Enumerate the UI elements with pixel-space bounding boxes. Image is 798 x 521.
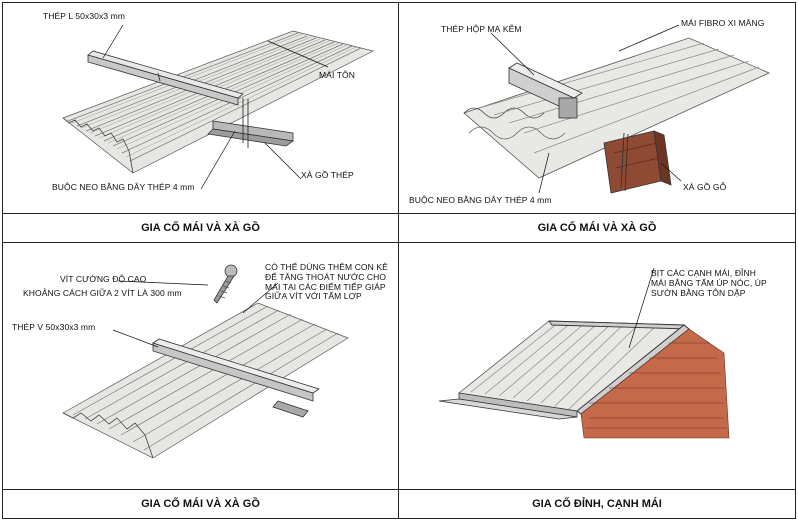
steel-roof-illustration <box>62 24 374 190</box>
fibro-cement-sheet <box>463 37 770 179</box>
label-metal-roof: MÁI TÔN <box>319 70 355 80</box>
label-screw-line2: KHOẢNG CÁCH GIỮA 2 VÍT LÀ 300 mm <box>23 288 182 298</box>
metal-roof-sheet <box>62 302 349 459</box>
panel-caption: GIA CỐ ĐỈNH, CẠNH MÁI <box>399 489 795 518</box>
screw-roof-illustration <box>62 264 349 459</box>
label-wire-tie: BUỘC NEO BẰNG DÂY THÉP 4 mm <box>52 182 195 192</box>
panel-top-right: THÉP HỘP MẠ KẼM MÁI FIBRO XI MĂNG BUỘC N… <box>398 2 796 243</box>
label-steel-purlin: XÀ GỒ THÉP <box>301 170 354 180</box>
label-sealant-note: CÓ THỂ DÙNG THÊM CON KÊ ĐỂ TĂNG THOÁT NƯ… <box>265 262 388 302</box>
panel-top-left: THÉP L 50x30x3 mm MÁI TÔN BUỘC NEO BẰNG … <box>2 2 399 243</box>
panel-bottom-left: VÍT CƯỜNG ĐỘ CAO KHOẢNG CÁCH GIỮA 2 VÍT … <box>2 242 399 519</box>
panel-caption: GIA CỐ MÁI VÀ XÀ GỒ <box>399 213 795 242</box>
ridge-edge-illustration <box>438 267 730 439</box>
eave-fascia <box>438 392 578 420</box>
panel-caption: GIA CỐ MÁI VÀ XÀ GỒ <box>3 213 398 242</box>
brick-wall <box>580 328 730 439</box>
label-angle-steel: THÉP L 50x30x3 mm <box>43 11 126 21</box>
label-wire-tie: BUỘC NEO BẰNG DÂY THÉP 4 mm <box>409 195 552 205</box>
wire-ties <box>620 132 629 192</box>
v-steel-bar <box>152 338 320 418</box>
label-v-steel: THÉP V 50x30x3 mm <box>12 322 96 332</box>
label-screw-line1: VÍT CƯỜNG ĐỘ CAO <box>60 274 147 284</box>
angle-steel-bar <box>87 50 244 106</box>
wire-ties <box>157 72 249 148</box>
label-galvanized-box: THÉP HỘP MẠ KẼM <box>441 24 522 34</box>
label-edge-note: BỊT CÁC CẠNH MÁI, ĐỈNH MÁI BẰNG TẤM ÚP N… <box>651 268 767 298</box>
screw-icon <box>213 264 238 304</box>
metal-roof-sheet <box>62 30 374 174</box>
steel-purlin <box>207 120 295 147</box>
wood-purlin <box>603 130 672 194</box>
label-wood-purlin: XÀ GỒ GỖ <box>683 182 727 192</box>
panel-bottom-right: BỊT CÁC CẠNH MÁI, ĐỈNH MÁI BẰNG TẤM ÚP N… <box>398 242 796 519</box>
panel-caption: GIA CỐ MÁI VÀ XÀ GỒ <box>3 489 398 518</box>
label-fibro-cement: MÁI FIBRO XI MĂNG <box>681 18 765 28</box>
fibro-roof-illustration <box>463 24 770 194</box>
galvanized-box-steel <box>508 62 583 119</box>
